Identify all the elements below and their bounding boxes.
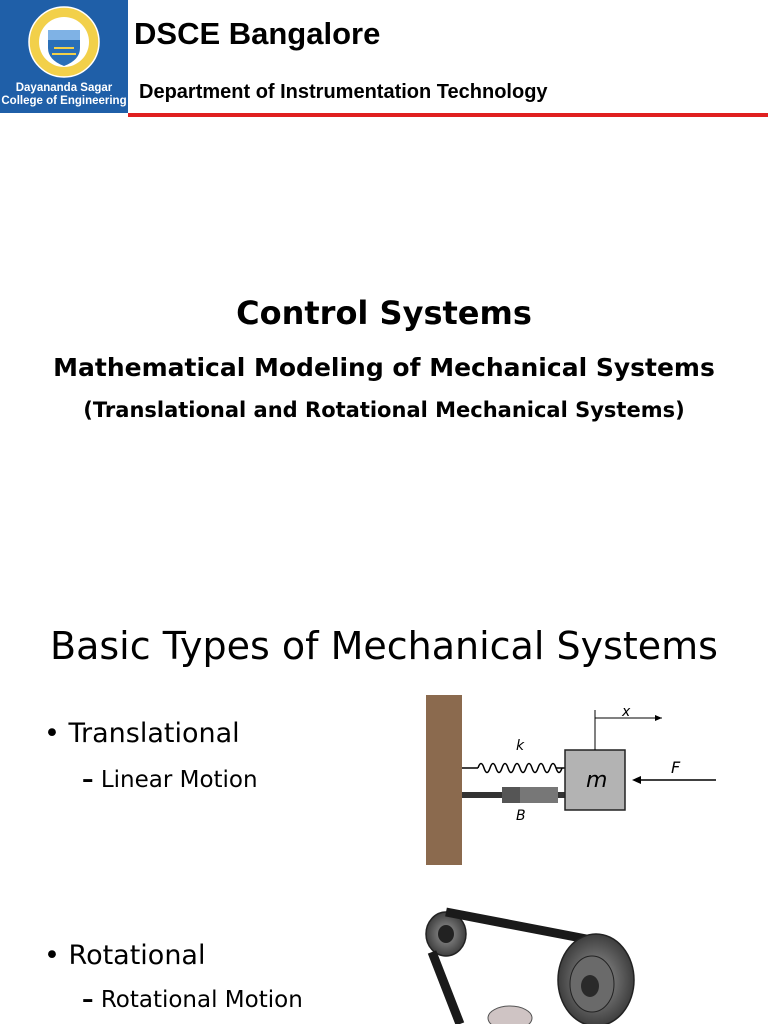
college-name: DSCE Bangalore [134, 16, 381, 51]
header-divider [128, 113, 768, 117]
sub-bullet-linear: – Linear Motion [82, 767, 258, 793]
logo-line-1: Dayananda Sagar [15, 82, 113, 94]
sub-bullet-label: Linear Motion [100, 767, 258, 793]
damper-cylinder [520, 787, 558, 803]
bullet-rotational: • Rotational [44, 940, 206, 971]
spring [477, 762, 563, 774]
mass-block [564, 749, 626, 811]
damper-piston [502, 787, 520, 803]
mass-spring-damper-diagram: k B m x F [426, 695, 716, 865]
slide-title: Control Systems [236, 294, 532, 332]
slide-header: Dayananda Sagar College of Engineering D… [0, 0, 768, 118]
damper-label: B [516, 808, 526, 824]
crest-icon [28, 6, 100, 78]
belt [445, 907, 603, 947]
mass-label: m [586, 768, 607, 793]
logo-line-2: College of Engineering [1, 95, 127, 107]
spring-label: k [516, 738, 525, 754]
department-name: Department of Instrumentation Technology [139, 81, 548, 103]
sub-bullet-rotational: – Rotational Motion [82, 987, 303, 1013]
slide-subtitle: Mathematical Modeling of Mechanical Syst… [53, 353, 715, 382]
wall [426, 695, 462, 865]
bullet-label: Rotational [68, 940, 206, 971]
section-title: Basic Types of Mechanical Systems [50, 624, 718, 668]
bullet-label: Translational [68, 718, 240, 749]
bullet-translational: • Translational [44, 718, 240, 749]
pulley-belt-image [425, 907, 635, 1024]
displacement-label: x [621, 704, 631, 720]
slide-subsubtitle: (Translational and Rotational Mechanical… [83, 398, 685, 422]
sub-bullet-label: Rotational Motion [100, 987, 303, 1013]
force-label: F [671, 758, 681, 777]
college-logo: Dayananda Sagar College of Engineering [0, 0, 128, 113]
